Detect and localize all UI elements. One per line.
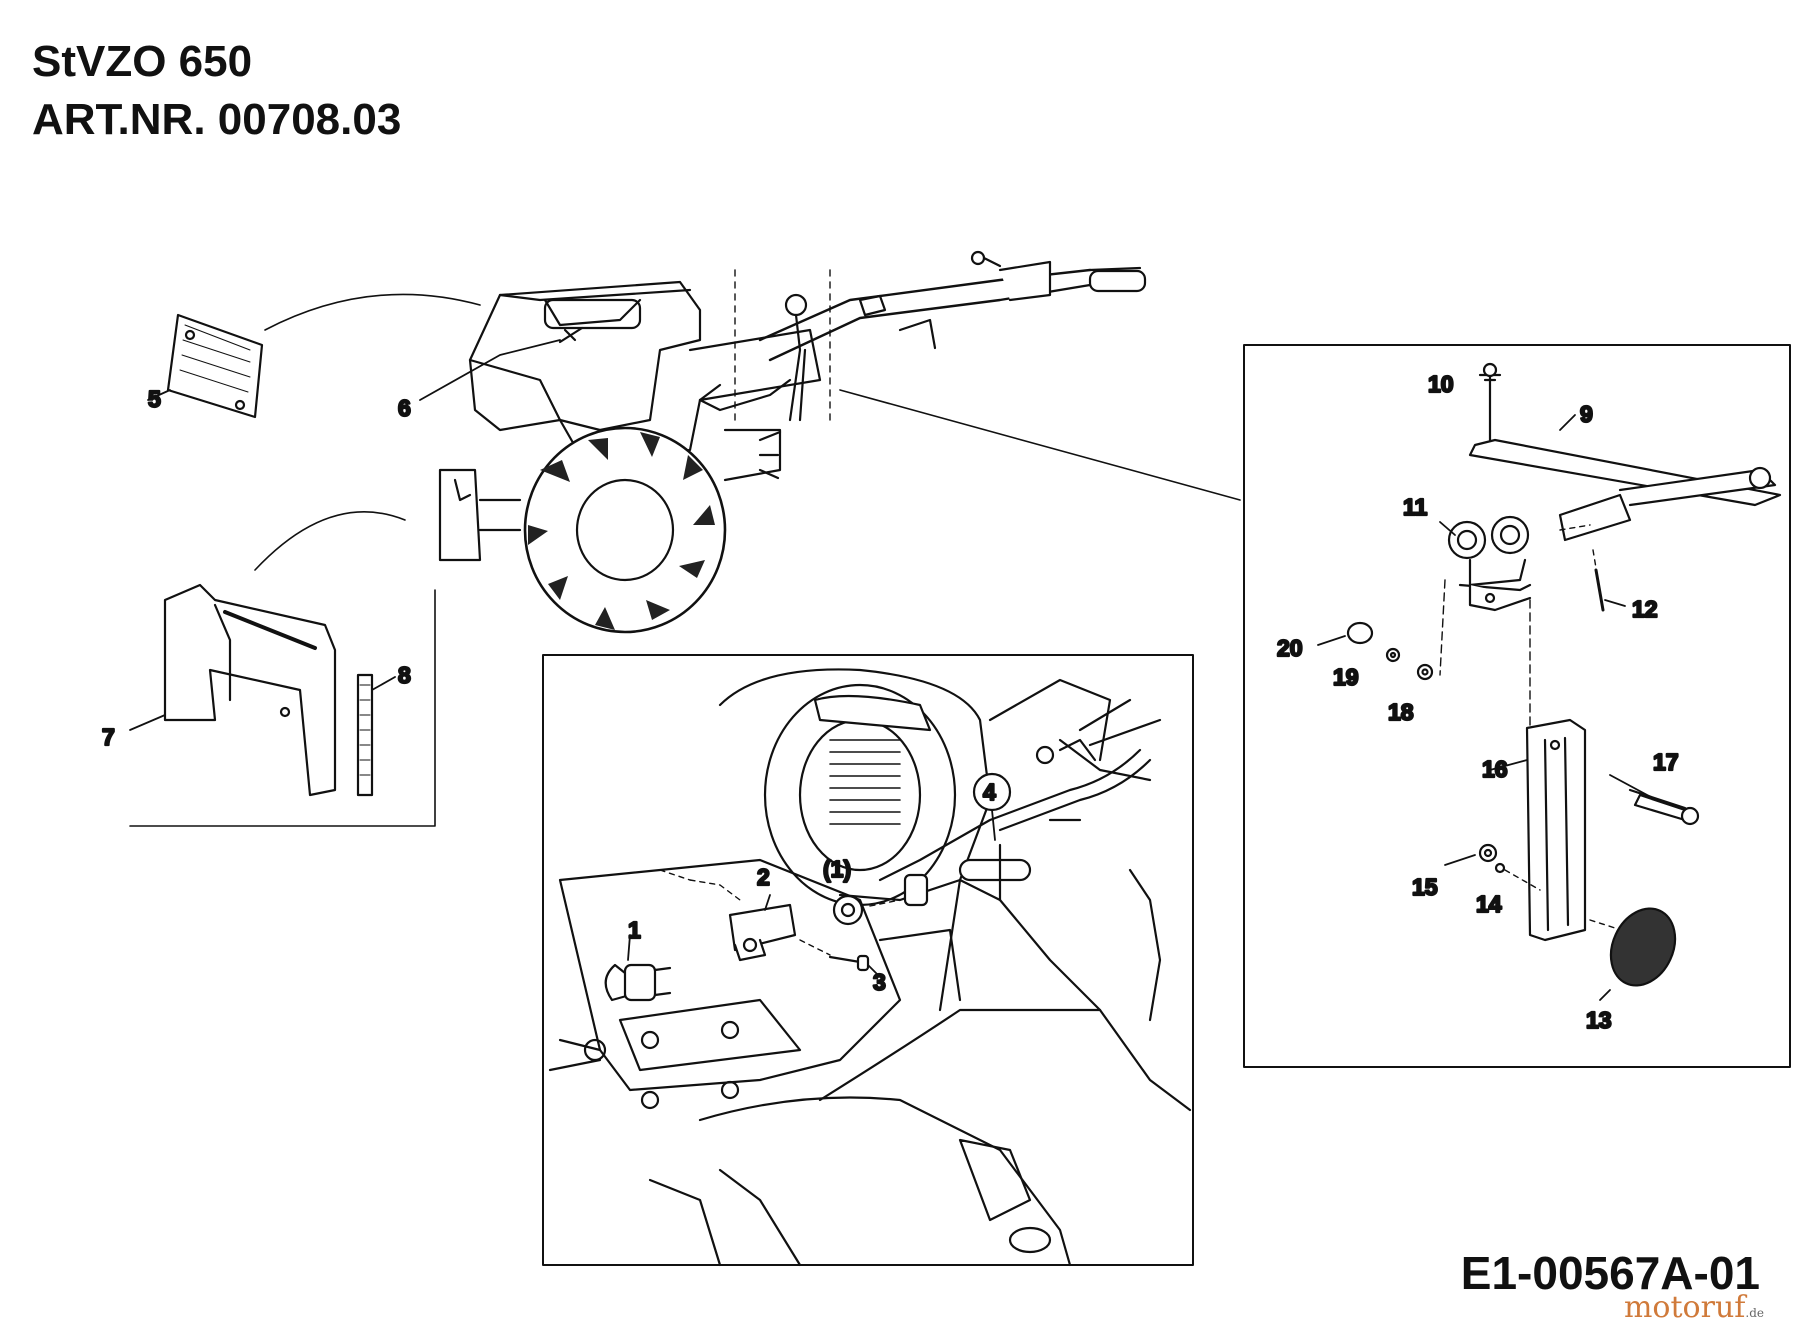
callout-4: 4 xyxy=(983,779,996,805)
callout-13: 13 xyxy=(1586,1007,1612,1033)
tractor-drawing xyxy=(438,250,1147,634)
detail-box-lighting-bracket xyxy=(1243,344,1791,1068)
watermark-suffix: .de xyxy=(1745,1306,1764,1320)
callout-1-paren: (1) xyxy=(823,856,851,882)
watermark-brand: motoruf xyxy=(1623,1290,1746,1325)
callout-3: 3 xyxy=(873,969,886,995)
part-5-reflector-plate xyxy=(147,293,481,419)
callout-6: 6 xyxy=(398,395,411,421)
callout-17: 17 xyxy=(1653,749,1679,775)
detail-box-ignition-switch xyxy=(542,654,1194,1267)
callout-16: 16 xyxy=(1482,756,1508,782)
callout-12: 12 xyxy=(1632,596,1658,622)
callout-9: 9 xyxy=(1580,401,1593,427)
article-number: ART.NR. 00708.03 xyxy=(32,95,402,144)
callout-11: 11 xyxy=(1403,494,1428,520)
callout-8: 8 xyxy=(398,662,411,688)
callout-1: 1 xyxy=(628,917,641,943)
callout-10: 10 xyxy=(1428,371,1454,397)
parts-7-8-group xyxy=(129,511,436,827)
callout-18: 18 xyxy=(1388,699,1414,725)
callout-19: 19 xyxy=(1333,664,1359,690)
callout-5: 5 xyxy=(148,386,161,412)
model-title: StVZO 650 xyxy=(32,37,253,86)
diagram-code: E1-00567A-01 xyxy=(1460,1247,1760,1299)
watermark-logo: motoruf.de xyxy=(1624,1290,1764,1325)
callout-20: 20 xyxy=(1277,635,1303,661)
callout-7: 7 xyxy=(102,724,115,750)
callout-15: 15 xyxy=(1412,874,1438,900)
callout-14: 14 xyxy=(1476,891,1502,917)
callout-2: 2 xyxy=(757,864,770,890)
callout-labels: 1 2 3 4 (1) 5 6 7 8 9 10 11 12 13 14 15 … xyxy=(101,370,1680,1034)
